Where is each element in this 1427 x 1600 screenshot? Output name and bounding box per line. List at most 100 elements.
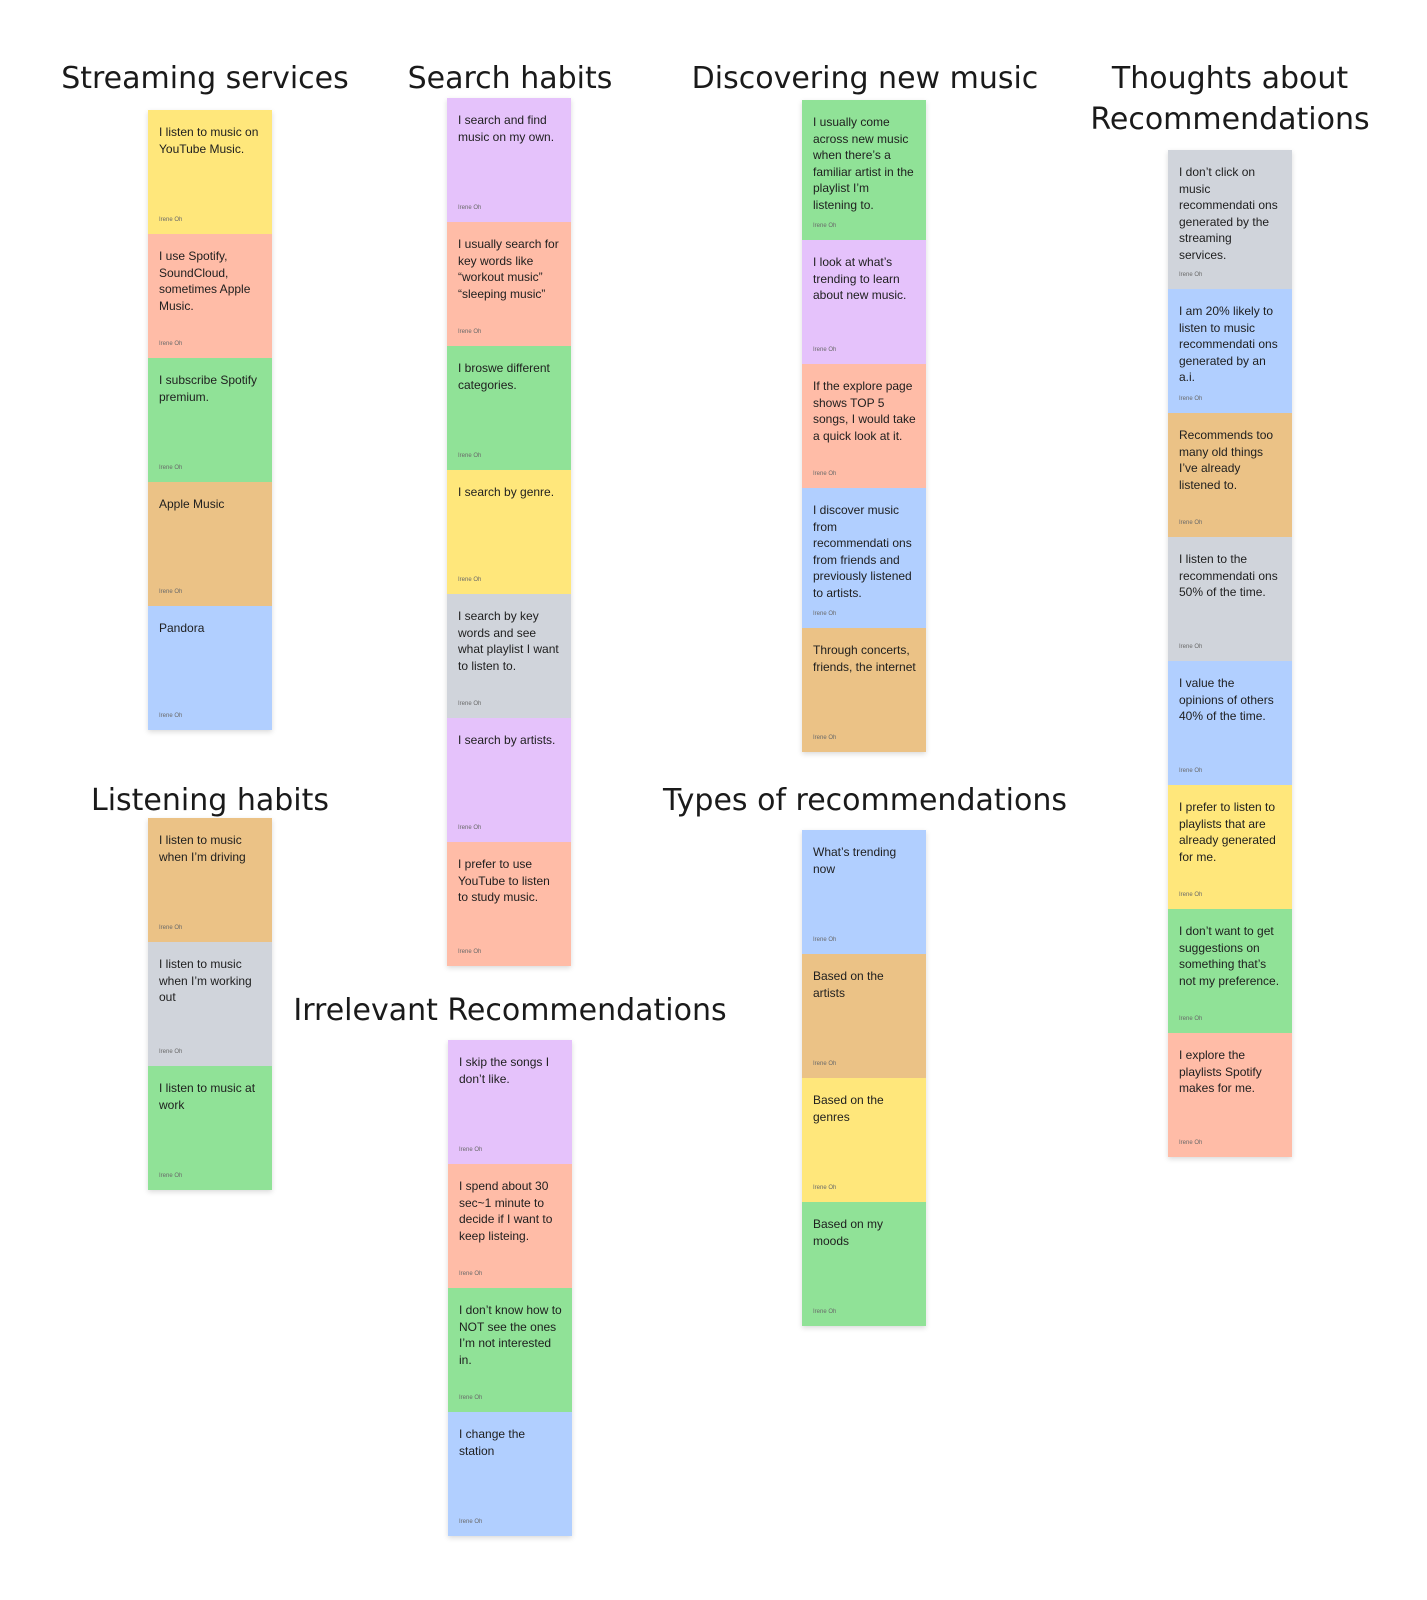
sticky-note-author: Irene Oh [159, 1049, 183, 1055]
sticky-note-author: Irene Oh [159, 589, 183, 595]
sticky-note-author: Irene Oh [459, 1271, 483, 1277]
sticky-note-text: I subscribe Spotify premium. [159, 373, 258, 404]
sticky-note-text: Based on the genres [813, 1093, 884, 1124]
sticky-note-text: I search by artists. [458, 733, 556, 747]
sticky-note-text: I listen to music at work [159, 1081, 256, 1112]
sticky-note[interactable]: I look at what’s trending to learn about… [802, 240, 926, 364]
sticky-note[interactable]: I search and find music on my own.Irene … [447, 98, 571, 222]
sticky-stack-irrelevant-recommendations: I skip the songs I don’t like.Irene Oh I… [448, 1040, 572, 1536]
sticky-stack-search-habits: I search and find music on my own. Irene … [447, 98, 571, 966]
sticky-note-author: Irene Oh [813, 1185, 837, 1191]
sticky-note-author: Irene Oh [458, 329, 482, 335]
sticky-note[interactable]: I listen to music on YouTube Music. Irene… [148, 110, 272, 234]
sticky-note-text: I listen to music when I’m working out [159, 957, 252, 1004]
sticky-note-text: I discover music from recommendati ons f… [813, 503, 912, 600]
sticky-note-author: Irene Oh [1179, 1140, 1203, 1146]
sticky-note-text: I look at what’s trending to learn about… [813, 255, 907, 302]
sticky-note[interactable]: I don’t click on music recommendati ons … [1168, 150, 1292, 289]
sticky-note-text: Based on the artists [813, 969, 884, 1000]
sticky-note-text: I explore the playlists Spotify makes fo… [1179, 1048, 1262, 1095]
sticky-note-text: Based on my moods [813, 1217, 884, 1248]
sticky-note-author: Irene Oh [813, 347, 837, 353]
sticky-note-author: Irene Oh [159, 1173, 183, 1179]
sticky-note-text: I search by genre. [458, 485, 555, 499]
sticky-note[interactable]: I prefer to listen to playlists that are… [1168, 785, 1292, 909]
sticky-note-text: I don’t want to get suggestions on somet… [1179, 924, 1280, 988]
sticky-note-text: I search and find music on my own. [458, 113, 555, 144]
sticky-note-text: I usually search for key words like “wor… [458, 237, 559, 301]
sticky-note-text: I listen to music when I’m driving [159, 833, 246, 864]
sticky-note-author: Irene Oh [458, 577, 482, 583]
sticky-note[interactable]: I broswe different categories.Irene Oh [447, 346, 571, 470]
group-title-listening-habits: Listening habits [90, 783, 329, 818]
sticky-note[interactable]: I search by genre. Irene Oh [447, 470, 571, 594]
sticky-note[interactable]: If the explore page shows TOP 5 songs, I… [802, 364, 926, 488]
sticky-note-author: Irene Oh [458, 453, 482, 459]
sticky-note[interactable]: I search by key words and see what playl… [447, 594, 571, 718]
sticky-note[interactable]: I usually search for key words like “wor… [447, 222, 571, 346]
sticky-note[interactable]: I prefer to use YouTube to listen to stu… [447, 842, 571, 966]
group-title-types-of-recommendations: Types of recommendations [663, 783, 1067, 818]
sticky-note-text: I listen to music on YouTube Music. [159, 125, 259, 156]
sticky-note[interactable]: I discover music from recommendati ons f… [802, 488, 926, 628]
sticky-note[interactable]: I value the opinions of others 40% of th… [1168, 661, 1292, 785]
sticky-note-text: I spend about 30 sec~1 minute to decide … [459, 1179, 553, 1243]
sticky-note-text: I usually come across new music when the… [813, 115, 914, 212]
sticky-note-text: I don’t click on music recommendati ons … [1179, 165, 1278, 262]
sticky-note-author: Irene Oh [1179, 892, 1203, 898]
group-title-discovering-new-music: Discovering new music [691, 61, 1039, 96]
sticky-note-author: Irene Oh [813, 611, 837, 617]
sticky-note[interactable]: I spend about 30 sec~1 minute to decide … [448, 1164, 572, 1288]
sticky-note-text: I prefer to use YouTube to listen to stu… [458, 857, 550, 904]
sticky-note[interactable]: I don’t know how to NOT see the ones I’m… [448, 1288, 572, 1412]
sticky-note[interactable]: I don’t want to get suggestions on somet… [1168, 909, 1292, 1033]
sticky-note-text: Pandora [159, 621, 205, 635]
sticky-note-author: Irene Oh [813, 735, 837, 741]
sticky-note-author: Irene Oh [1179, 396, 1203, 402]
sticky-note-author: Irene Oh [459, 1395, 483, 1401]
sticky-stack-streaming-services: I listen to music on YouTube Music. Irene… [148, 110, 272, 730]
sticky-note-author: Irene Oh [813, 937, 837, 943]
sticky-stack-thoughts-about-recommendations: I don’t click on music recommendati ons … [1168, 150, 1292, 1157]
sticky-note[interactable]: I usually come across new music when the… [802, 100, 926, 240]
sticky-note-text: I don’t know how to NOT see the ones I’m… [459, 1303, 562, 1367]
sticky-note-text: I listen to the recommendati ons 50% of … [1179, 552, 1278, 599]
sticky-note-author: Irene Oh [159, 217, 183, 223]
sticky-note-text: I prefer to listen to playlists that are… [1179, 800, 1276, 864]
sticky-note[interactable]: I explore the playlists Spotify makes fo… [1168, 1033, 1292, 1157]
sticky-note[interactable]: I subscribe Spotify premium. Irene Oh [148, 358, 272, 482]
sticky-note-author: Irene Oh [1179, 1016, 1203, 1022]
sticky-note[interactable]: I search by artists. Irene Oh [447, 718, 571, 842]
sticky-note-text: I use Spotify, SoundCloud, sometimes App… [159, 249, 251, 313]
sticky-note[interactable]: I am 20% likely to listen to music recom… [1168, 289, 1292, 413]
sticky-note[interactable]: I listen to the recommendati ons 50% of … [1168, 537, 1292, 661]
group-title-irrelevant-recommendations: Irrelevant Recommendations [293, 993, 727, 1028]
sticky-note-author: Irene Oh [458, 825, 482, 831]
sticky-note-author: Irene Oh [813, 223, 837, 229]
sticky-note-author: Irene Oh [159, 465, 183, 471]
sticky-note-author: Irene Oh [459, 1519, 483, 1525]
sticky-note-author: Irene Oh [1179, 272, 1203, 278]
sticky-note-text: If the explore page shows TOP 5 songs, I… [813, 379, 916, 443]
sticky-note-author: Irene Oh [813, 1309, 837, 1315]
sticky-note-text: I search by key words and see what playl… [458, 609, 559, 673]
sticky-note[interactable]: Recommends too many old things I’ve alre… [1168, 413, 1292, 537]
sticky-note-author: Irene Oh [813, 471, 837, 477]
sticky-note[interactable]: I skip the songs I don’t like.Irene Oh [448, 1040, 572, 1164]
sticky-note-text: Apple Music [159, 497, 225, 511]
sticky-note-text: What’s trending now [813, 845, 897, 876]
sticky-note[interactable]: I use Spotify, SoundCloud, sometimes App… [148, 234, 272, 358]
sticky-note-author: Irene Oh [458, 701, 482, 707]
